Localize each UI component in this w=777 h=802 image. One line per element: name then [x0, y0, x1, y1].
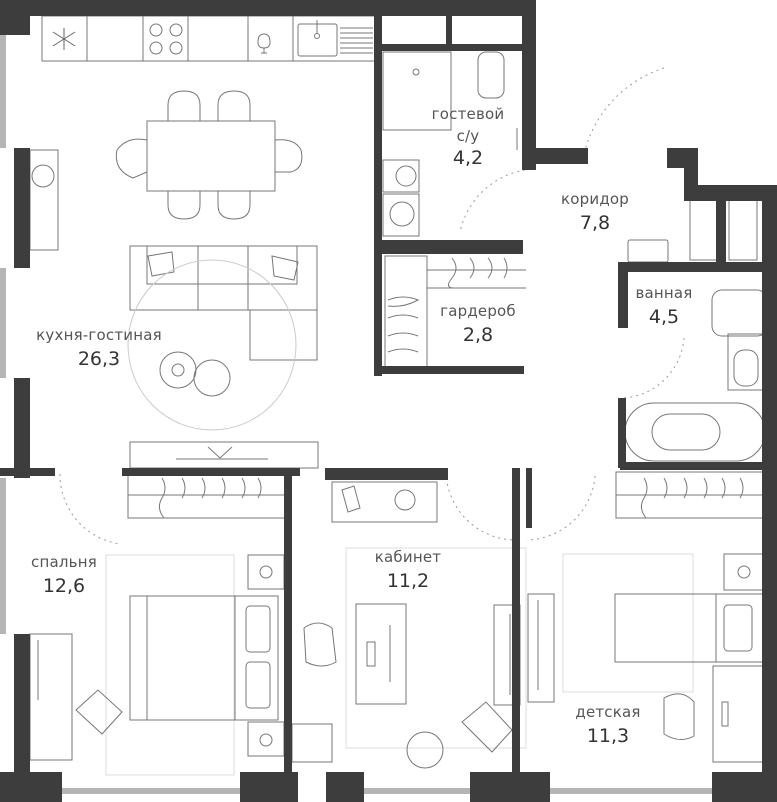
room-name: кухня-гостиная: [36, 326, 162, 344]
room-name-line2: с/у: [456, 127, 480, 145]
snowflake-icon: [52, 28, 76, 50]
room-name-line1: гостевой: [431, 105, 505, 123]
coffee-tables: [159, 351, 231, 397]
cooktop-icon: [149, 23, 183, 55]
room-area: 26,3: [77, 348, 121, 370]
room-label-corridor: коридор 7,8: [561, 190, 629, 234]
guest-bathroom-fixtures: [382, 51, 518, 237]
room-label-study: кабинет 11,2: [375, 548, 441, 592]
room-area: 12,6: [42, 575, 86, 597]
room-label-kids-room: детская 11,3: [575, 703, 640, 747]
washing-machine-icon: [29, 149, 59, 251]
room-name: ванная: [635, 284, 693, 302]
room-area: 4,2: [452, 147, 484, 169]
room-name: коридор: [561, 190, 629, 208]
room-name: гардероб: [440, 302, 516, 320]
sofa: [129, 245, 318, 361]
kids-room-furniture: [527, 471, 770, 763]
room-label-wardrobe: гардероб 2,8: [440, 302, 516, 346]
room-label-kitchen-living: кухня-гостиная 26,3: [36, 326, 162, 370]
room-area: 11,3: [586, 725, 630, 747]
room-name: кабинет: [374, 548, 442, 566]
room-label-bedroom: спальня 12,6: [31, 553, 97, 597]
kitchen-counter: [41, 15, 379, 62]
door-swings: [59, 67, 685, 545]
room-area: 11,2: [386, 570, 430, 592]
rug: [127, 259, 297, 431]
study-furniture: [291, 481, 527, 769]
sink-icon: [297, 20, 373, 57]
room-name: спальня: [31, 553, 97, 571]
room-area: 2,8: [462, 324, 494, 346]
windows: [0, 35, 712, 794]
room-name: детская: [575, 703, 641, 721]
bathroom-fixtures: [624, 239, 768, 462]
tv-stand: [129, 441, 319, 469]
room-area: 7,8: [579, 212, 611, 234]
room-label-guest-bathroom: гостевой с/у 4,2: [432, 105, 505, 169]
dining-table: [115, 90, 303, 220]
room-area: 4,5: [648, 306, 680, 328]
bedroom-furniture: [29, 471, 289, 776]
wine-glass-icon: [257, 33, 271, 54]
room-label-bathroom: ванная 4,5: [635, 284, 692, 328]
